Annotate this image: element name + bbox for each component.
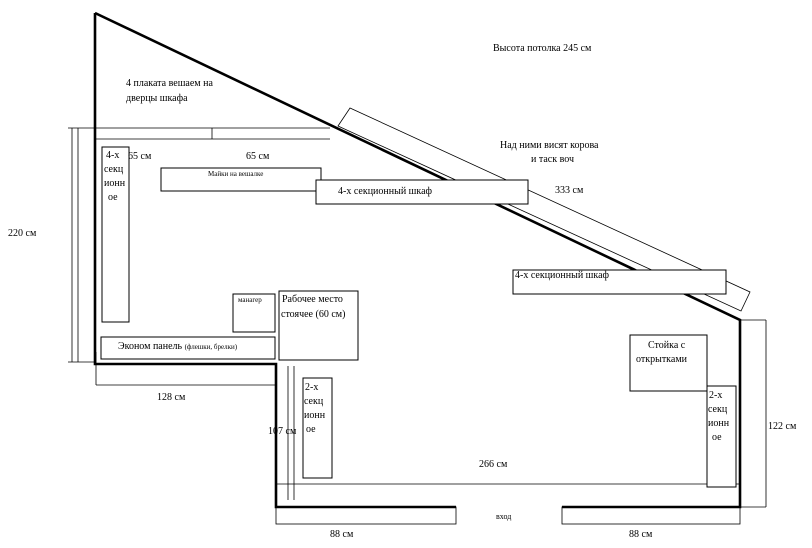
- ceiling-height-note: Высота потолка 245 см: [493, 43, 592, 54]
- dimension-65-left-label: 65 см: [128, 151, 152, 162]
- standing-workplace-label-1: Рабочее место: [282, 294, 343, 305]
- dimension-266-label: 266 см: [479, 459, 508, 470]
- econom-panel-label: Эконом панель (флешки, брелки): [118, 341, 238, 352]
- dimension-220: [68, 127, 96, 363]
- cabinet-left-label-1: 4-х: [106, 150, 119, 161]
- diagonal-strip: [337, 107, 751, 312]
- cabinet-4-section-top: [315, 179, 529, 205]
- manager-box: [232, 293, 276, 333]
- dimension-107: [287, 366, 295, 500]
- cabinet-4-section-right: [512, 269, 727, 295]
- dimension-107-label: 107 см: [268, 426, 297, 437]
- postcard-stand-label-1: Стойка с: [648, 340, 686, 351]
- shirts-on-hanger-label: Майки на вешалке: [208, 170, 263, 178]
- cabinet-right-small-label-4: ое: [712, 432, 722, 443]
- cabinet-left-label-2: секц: [104, 164, 124, 175]
- manager-label: манагер: [238, 296, 262, 304]
- dimension-88-right-label: 88 см: [629, 529, 653, 540]
- entrance-label: вход: [496, 512, 511, 521]
- shelf-guides: [95, 127, 330, 386]
- dimension-128-label: 128 см: [157, 392, 186, 403]
- cabinet-left-label-4: ое: [108, 192, 118, 203]
- dimension-88-left-label: 88 см: [330, 529, 354, 540]
- econom-panel: [100, 336, 276, 360]
- cabinet-top-label: 4-х секционный шкаф: [338, 186, 433, 197]
- cabinet-center-label-2: секц: [304, 396, 324, 407]
- cabinet-center-label-3: ионн: [304, 410, 326, 421]
- dimension-65-mid-label: 65 см: [246, 151, 270, 162]
- cabinet-4-section-left: [101, 146, 130, 323]
- cabinet-right-small-label-2: секц: [708, 404, 728, 415]
- boxes-note-line-1: Над ними висят корова: [500, 140, 599, 151]
- econom-panel-title: Эконом панель: [118, 341, 183, 352]
- dimension-122-label: 122 см: [768, 421, 797, 432]
- dimension-220-label: 220 см: [8, 228, 37, 239]
- postcard-stand: [629, 334, 708, 392]
- posters-note-line-1: 4 плаката вешаем на: [126, 78, 213, 89]
- econom-panel-note: (флешки, брелки): [185, 343, 238, 351]
- boxes-note-line-2: и таск воч: [531, 154, 574, 165]
- standing-workplace: [278, 290, 359, 361]
- cabinet-right-label: 4-х секционный шкаф: [515, 270, 610, 281]
- dimension-122: [740, 319, 767, 508]
- cabinet-2-section-right: [706, 385, 737, 488]
- cabinet-right-small-label-1: 2-х: [709, 390, 722, 401]
- cabinet-2-section-center: [302, 377, 333, 479]
- cabinet-right-small-label-3: ионн: [708, 418, 730, 429]
- room-walls: [93, 11, 742, 509]
- cabinet-center-label-4: ое: [306, 424, 316, 435]
- posters-note-line-2: дверцы шкафа: [126, 93, 188, 104]
- cabinet-center-label-1: 2-х: [305, 382, 318, 393]
- standing-workplace-label-2: стоячее (60 см): [281, 309, 345, 320]
- cabinet-left-label-3: ионн: [104, 178, 126, 189]
- dimension-333-label: 333 см: [555, 185, 584, 196]
- postcard-stand-label-2: открытками: [636, 354, 688, 365]
